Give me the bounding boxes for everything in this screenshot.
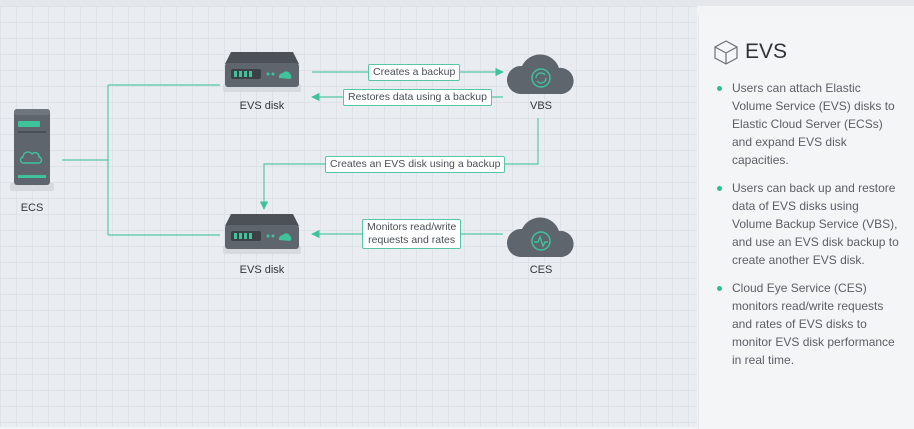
feature-list: Users can attach Elastic Volume Service … [715,79,901,379]
create-backup-label: Creates a backup [368,64,461,81]
ces-node [504,211,578,266]
disk-icon [223,52,301,92]
monitor-label-line2: requests and rates [368,234,456,246]
panel-title: EVS [745,40,788,63]
feature-item: Users can attach Elastic Volume Service … [715,79,901,169]
server-icon [10,109,54,191]
diagram-canvas: ECS EVS disk EVS disk [0,6,697,427]
vbs-label: VBS [529,100,552,112]
monitor-label-line1: Monitors read/write [367,221,457,233]
ecs-to-disks-line [62,84,220,236]
feature-item: Cloud Eye Service (CES) monitors read/wr… [715,279,901,369]
evs-disk-bottom-node [221,212,303,261]
ecs-node [6,107,58,202]
cloud-monitor-icon [506,217,574,257]
connector-lines [62,67,539,239]
cloud-backup-icon [506,54,574,94]
evs-disk-top-label: EVS disk [239,100,285,112]
top-bar [0,0,914,6]
evs-disk-bottom-label: EVS disk [239,264,285,276]
disk-icon [223,214,301,254]
ces-label: CES [529,264,553,276]
restore-label: Restores data using a backup [343,89,492,106]
feature-item: Users can back up and restore data of EV… [715,179,901,269]
vbs-node [504,48,578,103]
cube-icon [714,40,738,65]
description-panel: EVS Users can attach Elastic Volume Serv… [698,15,914,429]
panel-header: EVS [713,37,787,67]
monitor-label: Monitors read/write requests and rates [362,219,462,249]
create-disk-label: Creates an EVS disk using a backup [325,156,506,173]
ecs-label: ECS [20,202,44,214]
evs-disk-top-node [221,50,303,99]
